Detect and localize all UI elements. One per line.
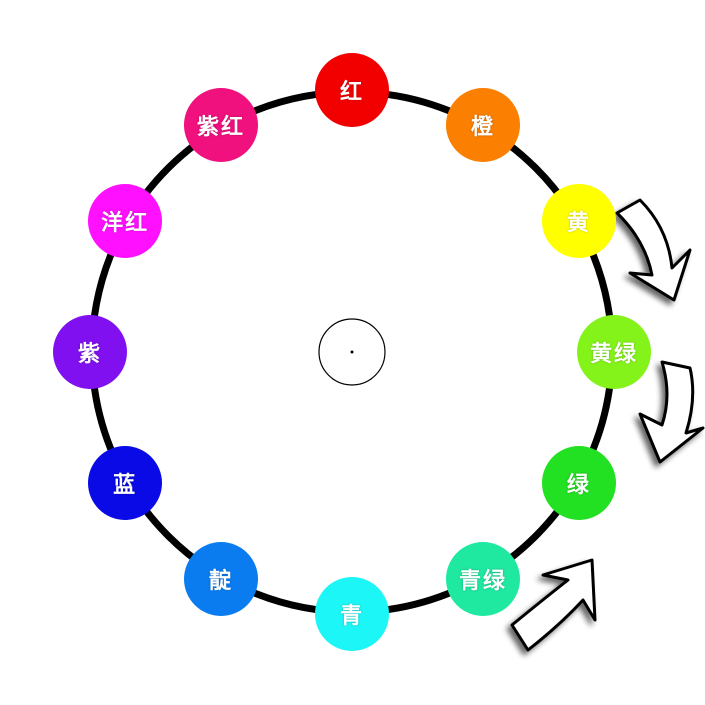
color-node: 橙 [446, 88, 520, 163]
color-node-label: 紫红 [196, 114, 245, 141]
color-node: 紫红 [184, 88, 258, 163]
color-node-label: 红 [339, 79, 364, 105]
color-node-label: 绿 [566, 472, 591, 498]
arrow-yellowgreen-to-green [638, 360, 705, 464]
color-node-label: 橙 [470, 114, 495, 141]
arrow-yellow-to-yellowgreen [615, 198, 692, 302]
color-node: 青绿 [446, 541, 520, 616]
color-node-label: 紫 [77, 341, 102, 367]
center-circle [318, 318, 386, 386]
center-dot [350, 350, 354, 354]
color-node-label: 蓝 [113, 472, 138, 498]
color-node-label: 青 [339, 603, 364, 629]
color-node: 红 [315, 53, 389, 127]
color-node-label: 黄绿 [589, 341, 638, 367]
color-node-label: 洋红 [101, 210, 150, 236]
color-node: 绿 [541, 446, 616, 520]
color-node-label: 黄 [566, 210, 591, 236]
arrow-cyangreen-to-green [510, 558, 597, 652]
color-node: 蓝 [88, 446, 163, 520]
color-node: 紫 [53, 315, 127, 389]
color-node-label: 靛 [208, 567, 233, 594]
color-node: 青 [315, 577, 389, 651]
color-node-label: 青绿 [458, 567, 507, 594]
color-node: 洋红 [88, 184, 163, 258]
color-node: 靛 [184, 541, 258, 616]
color-node: 黄绿 [577, 315, 651, 389]
color-node: 黄 [541, 184, 616, 258]
